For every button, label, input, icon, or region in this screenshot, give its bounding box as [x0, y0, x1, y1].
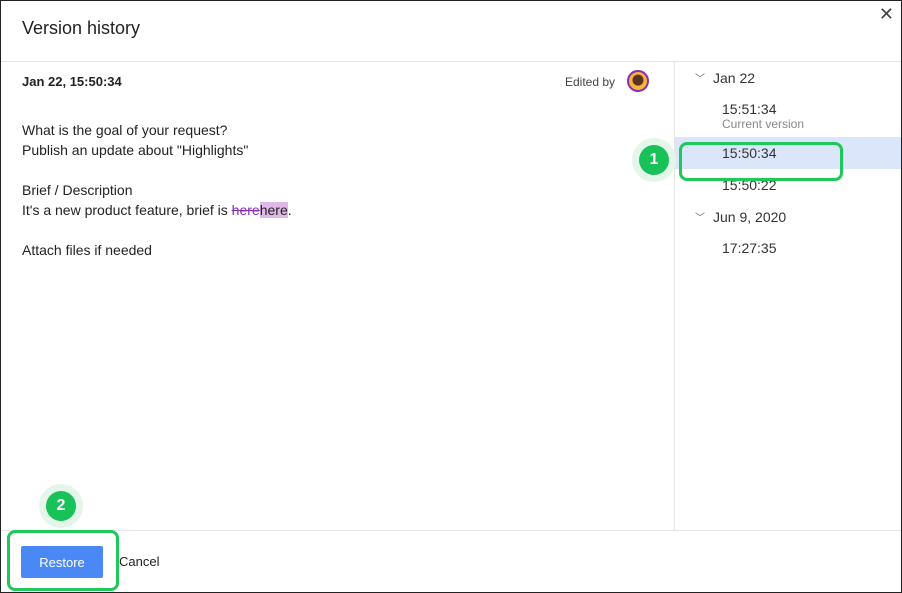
version-item[interactable]: 15:50:22: [722, 177, 777, 193]
cancel-button[interactable]: Cancel: [119, 554, 160, 569]
avatar: [627, 70, 649, 92]
answer-text: It's a new product feature, brief is: [22, 202, 232, 218]
version-item[interactable]: 15:51:34: [722, 101, 777, 117]
header-divider: [1, 61, 901, 62]
step-badge-1: 1: [632, 138, 676, 182]
version-content: What is the goal of your request? Publis…: [22, 120, 292, 260]
group-label: Jun 9, 2020: [713, 208, 787, 225]
step-badge-2: 2: [39, 484, 83, 528]
version-group-jun9[interactable]: ﹀ Jun 9, 2020: [675, 201, 901, 232]
edited-by-label: Edited by: [565, 75, 616, 89]
question-goal: What is the goal of your request?: [22, 122, 228, 138]
version-group-jan22[interactable]: ﹀ Jan 22: [675, 62, 901, 93]
chevron-down-icon: ﹀: [695, 74, 705, 85]
question-attach: Attach files if needed: [22, 242, 152, 258]
version-item[interactable]: 17:27:35: [722, 240, 777, 256]
step-number: 2: [46, 491, 76, 521]
highlight-restore: [7, 530, 119, 591]
current-version-label: Current version: [722, 117, 805, 131]
step-number: 1: [639, 145, 669, 175]
highlight-selected-version: [679, 142, 843, 181]
close-icon[interactable]: ✕: [878, 4, 894, 24]
deleted-text: here: [231, 202, 260, 218]
dialog-title: Version history: [22, 18, 141, 38]
inserted-text: here: [259, 202, 288, 218]
version-date: Jan 22, 15:50:34: [22, 74, 122, 89]
footer-divider: [1, 530, 901, 531]
question-brief: Brief / Description: [22, 182, 133, 198]
chevron-down-icon: ﹀: [695, 213, 705, 224]
group-label: Jan 22: [713, 69, 756, 86]
answer-suffix: .: [287, 202, 292, 218]
answer-goal: Publish an update about "Highlights": [22, 142, 249, 158]
answer-brief: It's a new product feature, brief is her…: [22, 200, 292, 220]
sidebar-divider: [674, 62, 675, 530]
restore-button[interactable]: Restore: [21, 546, 103, 578]
